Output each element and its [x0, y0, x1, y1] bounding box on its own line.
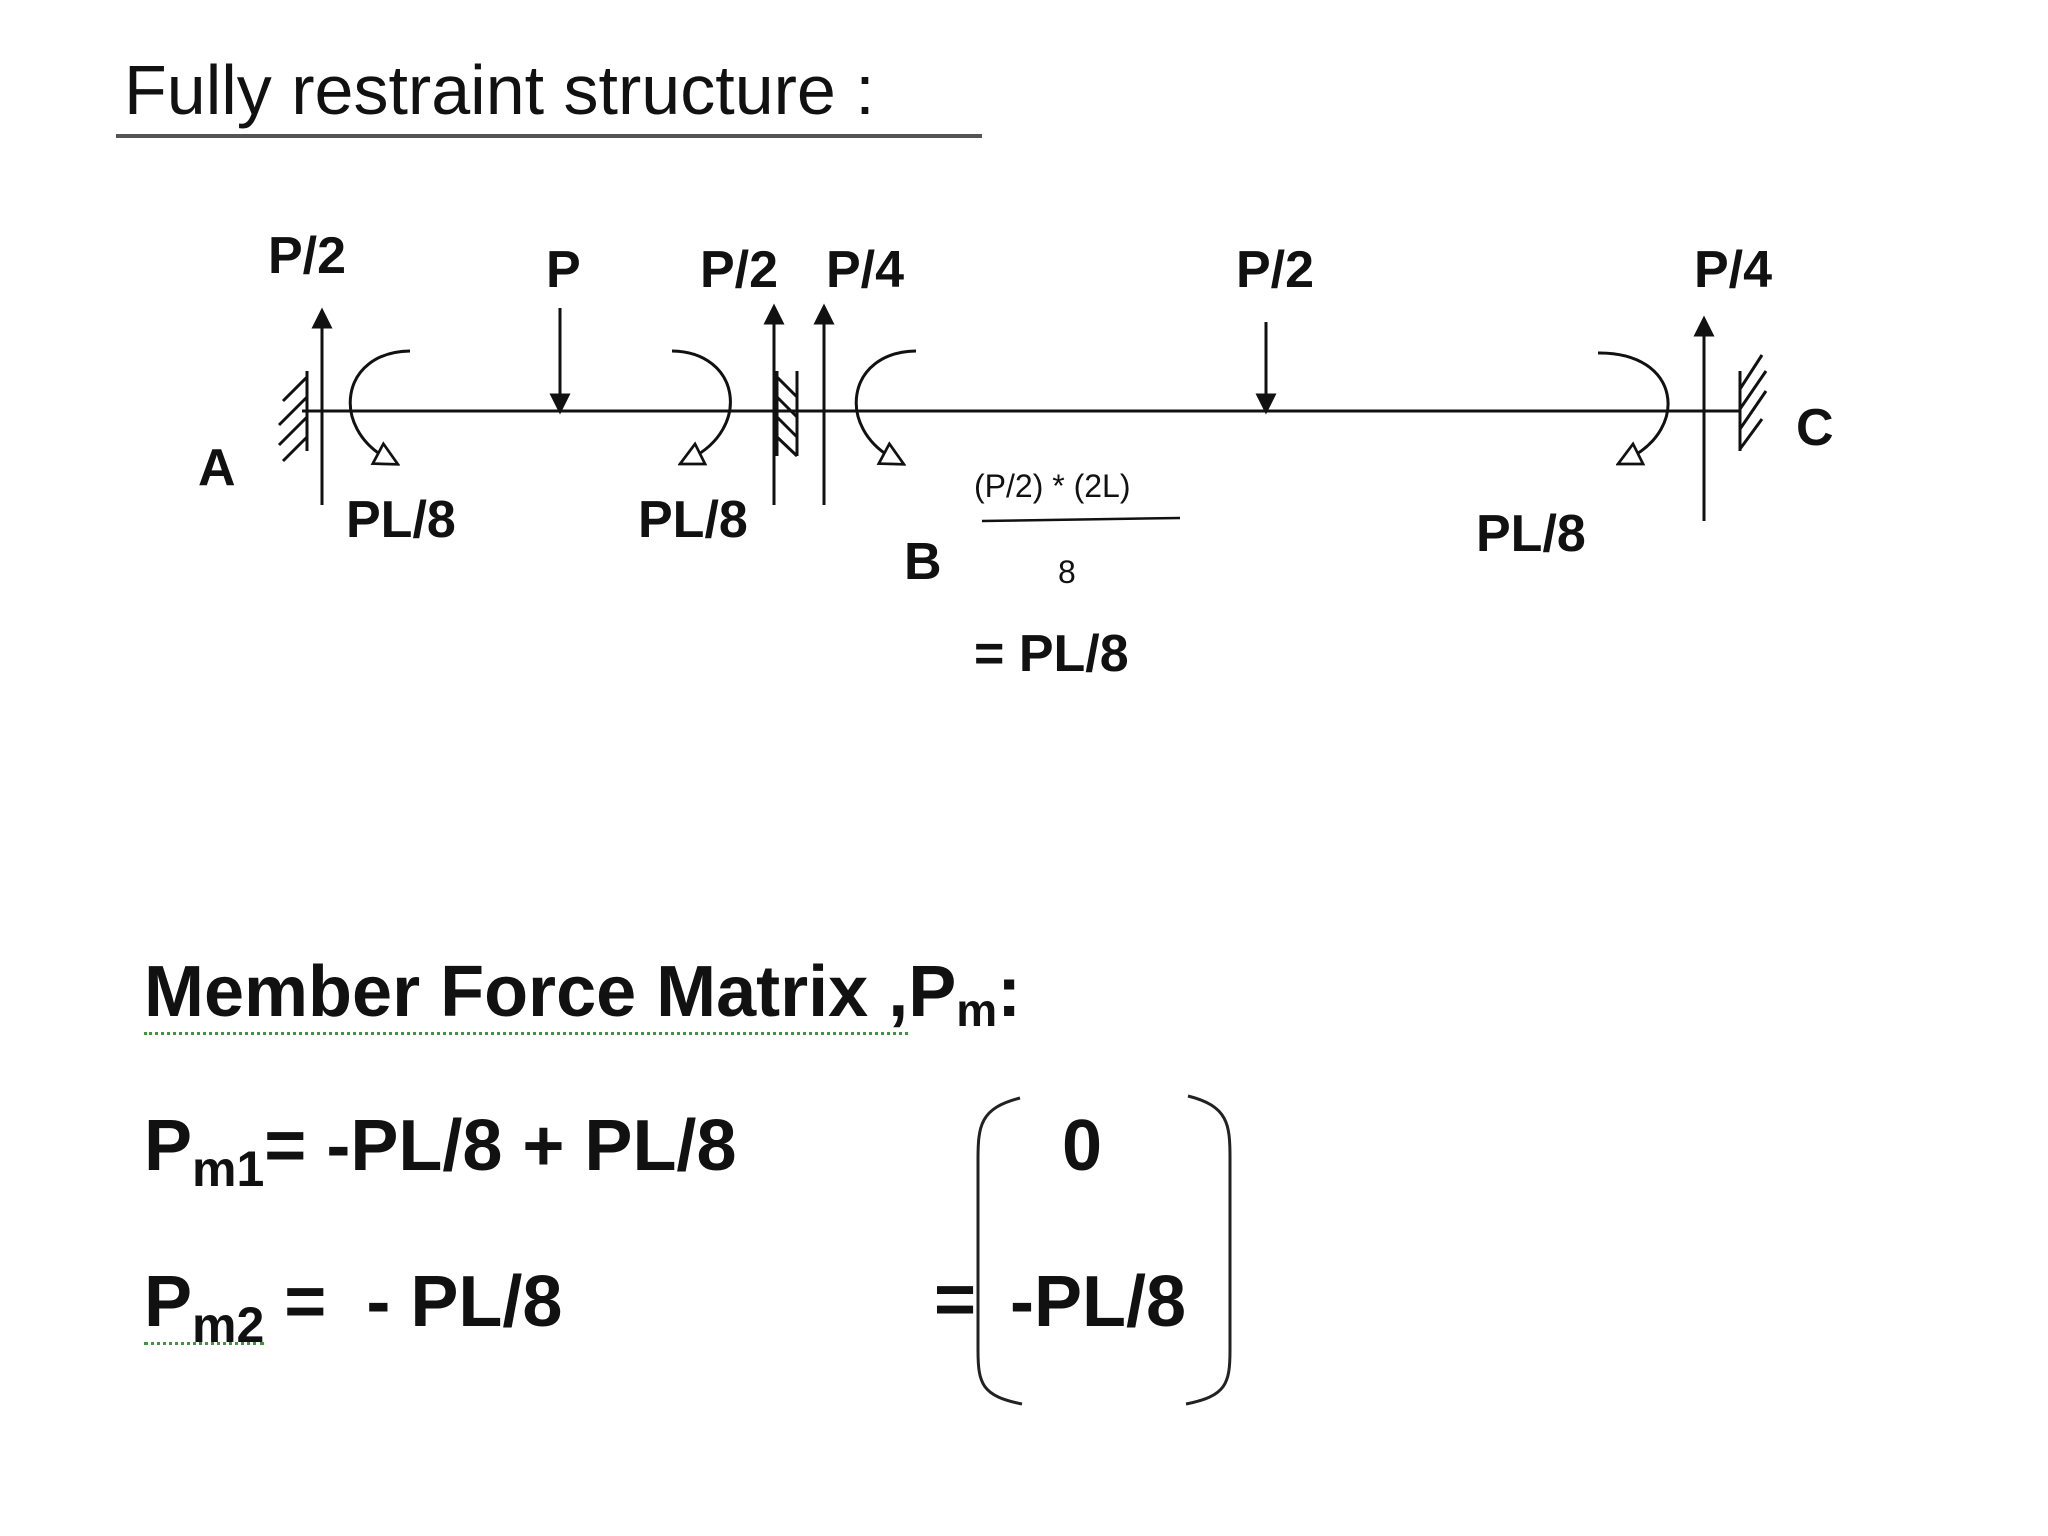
- matrix-entry-2: -PL/8: [1010, 1262, 1187, 1342]
- moment-label-a: PL/8: [346, 491, 456, 549]
- row1-subscript: m1: [192, 1141, 265, 1197]
- row2-lhs: Pm2: [144, 1262, 265, 1353]
- moment-arc-b-left: [671, 349, 732, 459]
- matrix-equals: =: [934, 1260, 977, 1340]
- force-label-b-left-reaction: P/2: [700, 241, 779, 299]
- matrix-right-bracket: [1185, 1094, 1232, 1406]
- heading-subscript: m: [956, 984, 998, 1036]
- row2-symbol: P: [144, 1262, 193, 1342]
- matrix-left-bracket: [976, 1096, 1023, 1406]
- fixed-support-c: [1738, 354, 1768, 451]
- moment-label-b-left: PL/8: [638, 491, 748, 549]
- moment-b-result: = PL/8: [974, 625, 1129, 683]
- moment-arc-c: [1597, 351, 1670, 459]
- moment-b-denominator: 8: [1058, 554, 1076, 590]
- heading-text: Member Force Matrix ,: [144, 952, 909, 1035]
- force-label-load-ab: P: [546, 241, 581, 299]
- row1-expression: = -PL/8 + PL/8: [264, 1106, 737, 1186]
- node-label-c: C: [1796, 399, 1834, 457]
- moment-label-c: PL/8: [1476, 505, 1586, 563]
- matrix-entry-1: 0: [1062, 1106, 1103, 1186]
- fixed-support-b-left: [775, 371, 799, 458]
- node-label-a: A: [198, 439, 236, 497]
- title-underline: [116, 134, 982, 138]
- fixed-support-a: [277, 371, 309, 463]
- row2-expression: = - PL/8: [264, 1262, 563, 1342]
- title-text: Fully restraint structure :: [124, 51, 875, 129]
- member-force-heading: Member Force Matrix ,Pm:: [144, 952, 1021, 1050]
- fraction-bar: [981, 516, 1181, 523]
- equation-row-2: Pm2 = - PL/8: [144, 1262, 562, 1365]
- moment-arc-a: [348, 349, 411, 459]
- node-label-b: B: [904, 533, 942, 591]
- force-label-c-reaction: P/4: [1694, 241, 1773, 299]
- page-title: Fully restraint structure :: [124, 50, 875, 130]
- force-label-b-right-reaction: P/4: [826, 241, 905, 299]
- force-label-a-reaction: P/2: [268, 227, 347, 285]
- moment-b-numerator: (P/2) * (2L): [974, 468, 1131, 504]
- moment-arc-b-right: [854, 349, 917, 459]
- heading-colon: :: [997, 952, 1022, 1032]
- row1-symbol: P: [144, 1106, 193, 1186]
- force-label-load-bc: P/2: [1236, 241, 1315, 299]
- equation-row-1: Pm1= -PL/8 + PL/8: [144, 1106, 736, 1209]
- row2-subscript: m2: [192, 1297, 265, 1353]
- heading-symbol: P: [908, 952, 957, 1032]
